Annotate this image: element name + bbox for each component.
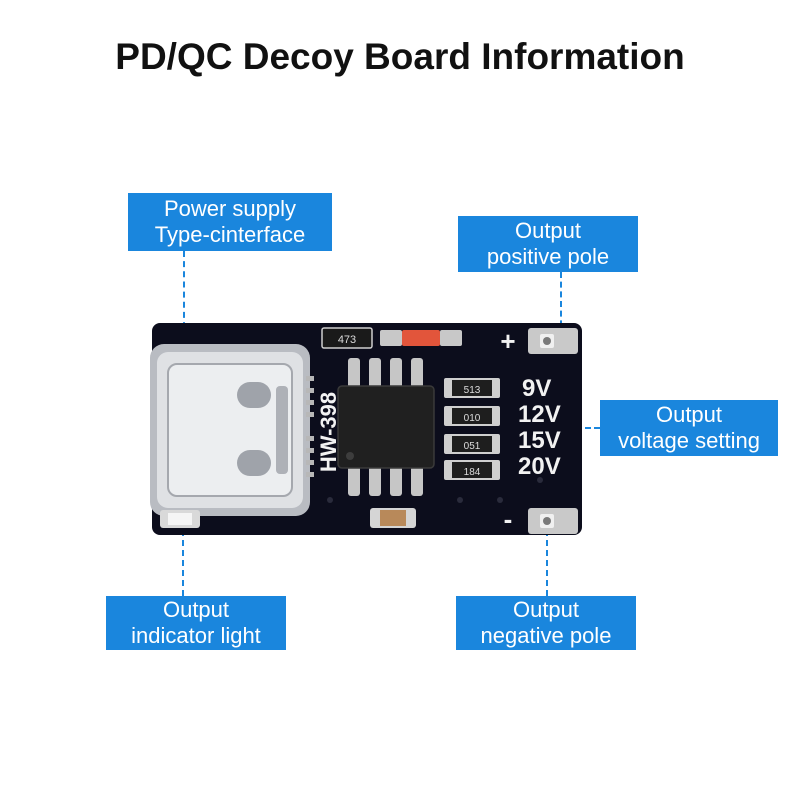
resistor-code-12v: 010 bbox=[464, 413, 481, 424]
callout-line: voltage setting bbox=[618, 428, 760, 453]
ic-chip bbox=[337, 358, 435, 496]
model-label: HW-398 bbox=[316, 392, 341, 472]
red-capacitor bbox=[402, 330, 440, 346]
leader-line-power bbox=[183, 251, 185, 389]
callout-line: positive pole bbox=[486, 244, 610, 269]
resistor-code-9v: 513 bbox=[464, 385, 481, 396]
callout-voltage-setting: Output voltage setting bbox=[600, 400, 778, 456]
top-resistor-code: 473 bbox=[338, 334, 356, 346]
leader-line-negative bbox=[546, 520, 548, 596]
callout-negative-pole: Output negative pole bbox=[456, 596, 636, 650]
callout-positive-pole: Output positive pole bbox=[458, 216, 638, 272]
usb-type-c-port bbox=[150, 344, 310, 516]
voltage-resistors: 513 010 051 184 bbox=[444, 378, 500, 480]
bottom-capacitor bbox=[370, 508, 416, 528]
resistor-code-20v: 184 bbox=[464, 467, 481, 478]
callout-line: Output bbox=[162, 597, 230, 622]
plus-sign: + bbox=[500, 326, 515, 356]
vias bbox=[327, 477, 543, 503]
callout-line: indicator light bbox=[131, 623, 261, 648]
top-components: 473 bbox=[321, 327, 462, 349]
positive-pad bbox=[528, 328, 578, 354]
callout-line: Power supply bbox=[163, 196, 297, 221]
voltage-label-20v: 20V bbox=[518, 453, 561, 480]
callout-line: Type-cinterface bbox=[154, 222, 306, 247]
leader-line-positive bbox=[560, 272, 562, 336]
connector-pins bbox=[306, 376, 314, 477]
callout-indicator-light: Output indicator light bbox=[106, 596, 286, 650]
voltage-label-15v: 15V bbox=[518, 427, 561, 454]
voltage-label-9v: 9V bbox=[522, 375, 551, 402]
resistor-code-15v: 051 bbox=[464, 441, 481, 452]
voltage-label-12v: 12V bbox=[518, 401, 561, 428]
page-title: PD/QC Decoy Board Information bbox=[115, 36, 685, 77]
callout-line: Output bbox=[655, 402, 723, 427]
minus-sign: - bbox=[504, 504, 513, 534]
callout-power-supply: Power supply Type-cinterface bbox=[128, 193, 332, 251]
negative-pad bbox=[528, 508, 578, 534]
indicator-led bbox=[160, 510, 200, 528]
callout-line: negative pole bbox=[480, 623, 612, 648]
callout-line: Output bbox=[514, 218, 582, 243]
leader-line-indicator bbox=[182, 520, 184, 596]
callout-line: Output bbox=[512, 597, 580, 622]
